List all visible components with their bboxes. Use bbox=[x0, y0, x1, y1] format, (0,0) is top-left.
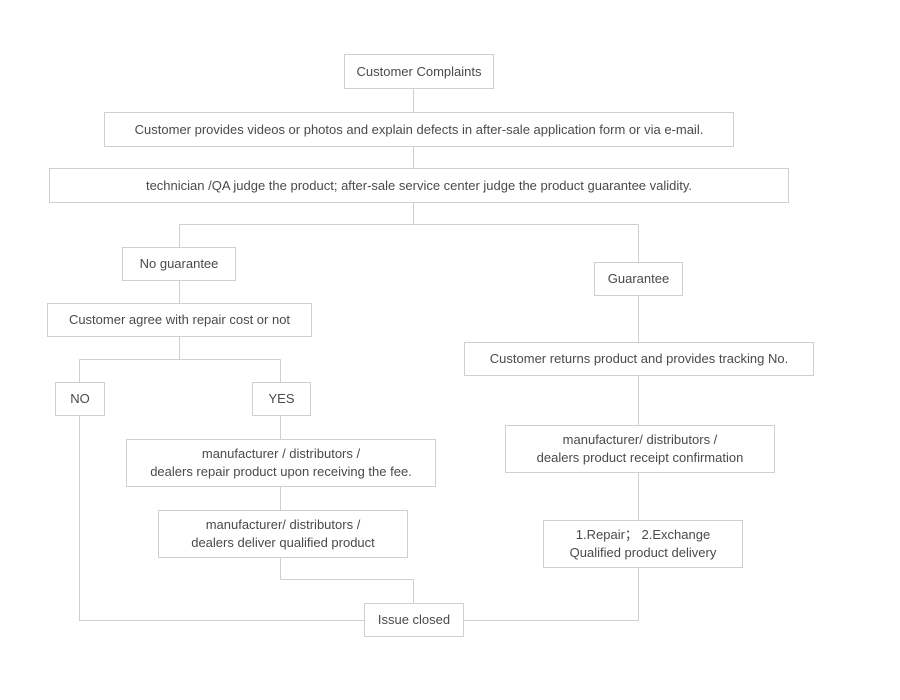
connector-no-to-closed bbox=[79, 416, 365, 621]
node-yes-label: YES bbox=[268, 391, 295, 406]
node-yes: YES bbox=[252, 382, 311, 416]
node-repair-upon-fee: manufacturer / distributors / dealers re… bbox=[126, 439, 436, 487]
node-customer-complaints-label: Customer Complaints bbox=[356, 63, 482, 79]
node-repair-exchange-text: 1.Repair； 2.Exchange Qualified product d… bbox=[570, 526, 717, 562]
node-deliver-qualified-line1: manufacturer/ distributors / bbox=[205, 517, 361, 532]
node-guarantee: Guarantee bbox=[594, 262, 683, 296]
connector-deliver-to-closed bbox=[280, 558, 414, 603]
node-agree-repair-cost-label: Customer agree with repair cost or not bbox=[68, 312, 291, 327]
node-issue-closed: Issue closed bbox=[364, 603, 464, 637]
node-repair-upon-fee-line2: dealers repair product upon receiving th… bbox=[150, 464, 412, 479]
node-provide-evidence-label: Customer provides videos or photos and e… bbox=[134, 121, 704, 137]
node-deliver-qualified: manufacturer/ distributors / dealers del… bbox=[158, 510, 408, 558]
node-deliver-qualified-line2: dealers deliver qualified product bbox=[191, 535, 375, 550]
node-judge-product: technician /QA judge the product; after-… bbox=[49, 168, 789, 203]
node-repair-exchange: 1.Repair； 2.Exchange Qualified product d… bbox=[543, 520, 743, 568]
node-no-guarantee-label: No guarantee bbox=[139, 256, 219, 271]
node-repair-exchange-line2: Qualified product delivery bbox=[569, 545, 717, 560]
node-returns-product-label: Customer returns product and provides tr… bbox=[489, 351, 789, 366]
node-receipt-confirmation-text: manufacturer/ distributors / dealers pro… bbox=[537, 431, 744, 467]
node-provide-evidence: Customer provides videos or photos and e… bbox=[104, 112, 734, 147]
connector-judge-split bbox=[179, 203, 639, 262]
node-guarantee-label: Guarantee bbox=[607, 271, 670, 286]
node-customer-complaints: Customer Complaints bbox=[344, 54, 494, 89]
node-receipt-confirmation-line2: dealers product receipt confirmation bbox=[536, 450, 744, 465]
node-issue-closed-label: Issue closed bbox=[377, 612, 451, 627]
node-returns-product: Customer returns product and provides tr… bbox=[464, 342, 814, 376]
node-no-label: NO bbox=[70, 391, 90, 406]
node-no-guarantee: No guarantee bbox=[122, 247, 236, 281]
node-repair-upon-fee-text: manufacturer / distributors / dealers re… bbox=[150, 445, 412, 481]
node-agree-repair-cost: Customer agree with repair cost or not bbox=[47, 303, 312, 337]
node-judge-product-label: technician /QA judge the product; after-… bbox=[145, 177, 693, 193]
node-no: NO bbox=[55, 382, 105, 416]
node-repair-exchange-line1: 1.Repair； 2.Exchange bbox=[575, 527, 711, 542]
node-repair-upon-fee-line1: manufacturer / distributors / bbox=[201, 446, 361, 461]
connector-repair-exchange-to-closed bbox=[463, 568, 639, 621]
node-receipt-confirmation: manufacturer/ distributors / dealers pro… bbox=[505, 425, 775, 473]
node-deliver-qualified-text: manufacturer/ distributors / dealers del… bbox=[191, 516, 375, 552]
connector-agree-split bbox=[79, 337, 281, 382]
node-receipt-confirmation-line1: manufacturer/ distributors / bbox=[562, 432, 718, 447]
